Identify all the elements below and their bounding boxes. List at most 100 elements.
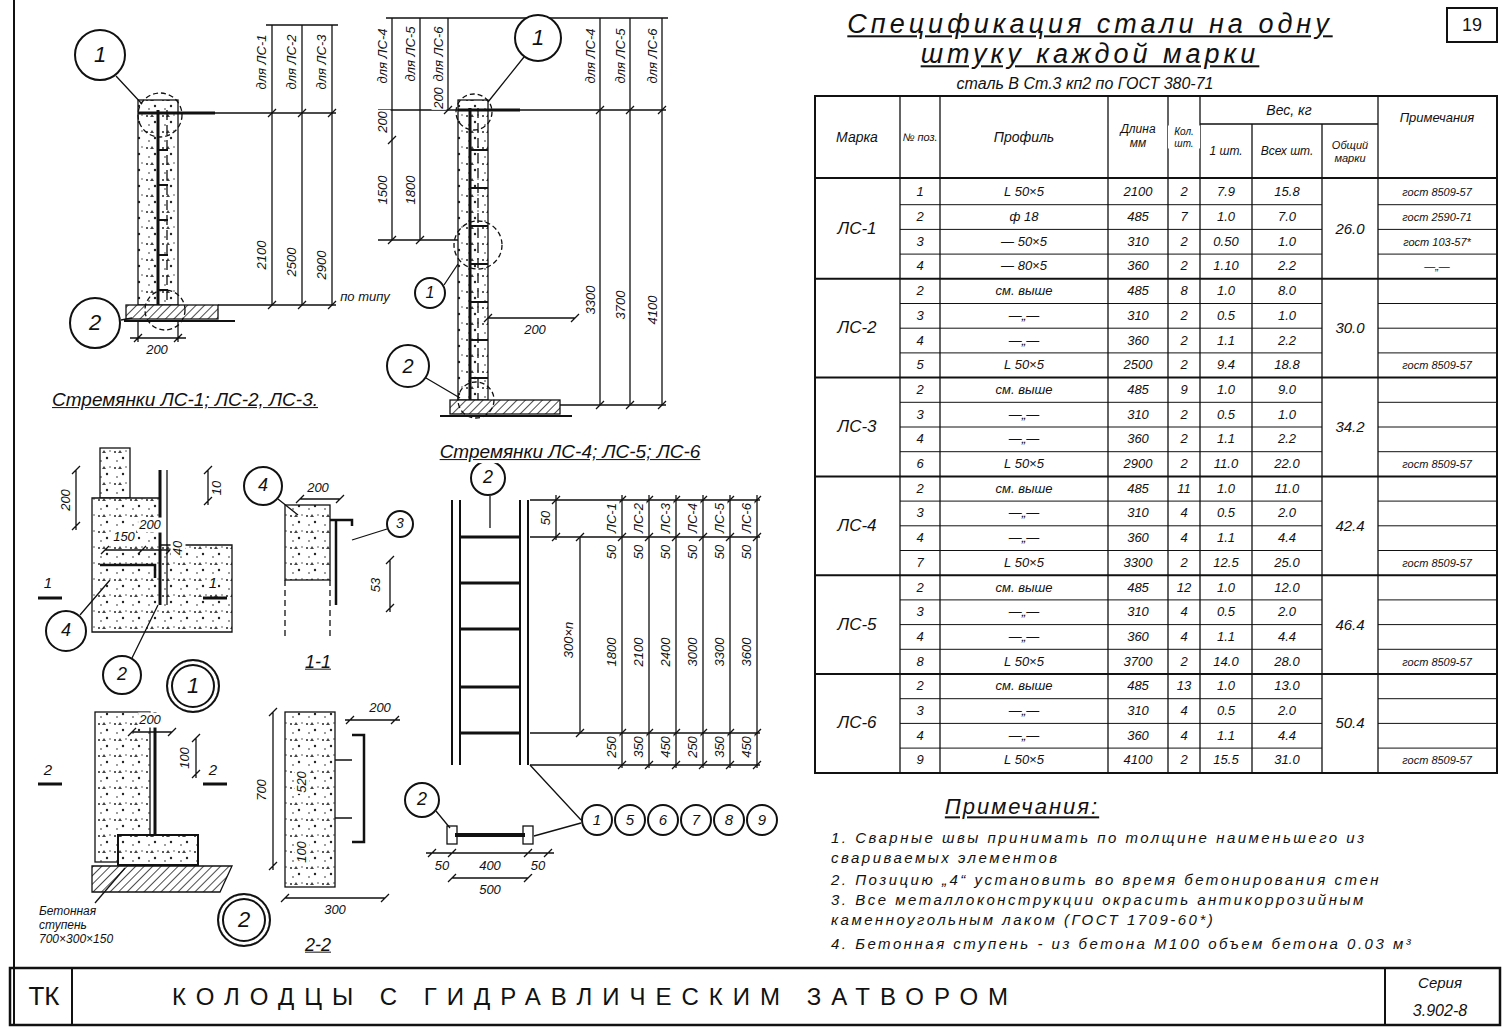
drawing-label: Примечания: [944,794,1100,819]
drawing-lines [458,382,494,418]
table-cell: 0.5 [1216,704,1236,719]
drawing-lines [452,500,528,765]
drawing-lines [470,150,488,378]
drawing-lines [900,96,1378,773]
table-cell: гост 103-57* [1402,235,1472,248]
drawing-lines [454,221,502,269]
drawing-label: 3700 [614,290,629,321]
table-cell: 7.9 [1216,185,1236,200]
table-cell: 12.5 [1212,555,1239,570]
drawing-lines [335,760,352,818]
sheet-title: КОЛОДЦЫ С ГИДРАВЛИЧЕСКИМ ЗАТВОРОМ [171,983,1019,1011]
table-cell: L 50×5 [1003,457,1045,472]
table-cell: 15.5 [1212,753,1239,768]
drawing-lines [157,110,160,305]
callout-number: 1 [187,674,199,698]
drawing-label: 1 [208,574,218,591]
drawing-label: сталь В Ст.3 кп2 по ГОСТ 380-71 [956,75,1215,93]
drawing-lines [100,565,155,578]
table-cell: 1.0 [1216,382,1236,397]
table-cell: —„— [1423,260,1451,273]
drawing-label: ЛС-3 [659,502,674,534]
table-cell: 5 [915,358,924,373]
callout-number: 4 [61,621,71,641]
drawing-lines [352,735,364,842]
drawing-label: 700 [255,778,270,802]
table-cell: — 80×5 [1000,259,1048,274]
table-cell: 2 [915,382,924,397]
drawing-lines [100,448,130,498]
table-cell: —„— [1008,704,1040,719]
drawing-label: 50 [632,544,647,560]
drawing-label: 2. Позицию „4“ установить во время бетон… [830,870,1452,890]
drawing-lines [10,0,1500,1025]
callout-circle: 2 [404,782,440,818]
drawing-label: 520 [295,770,310,794]
drawing-label: 3000 [686,637,701,668]
callout-circle: 4 [243,466,283,506]
drawing-label: 150 [112,530,136,545]
drawing-label: для ЛС-6 [432,26,447,83]
table-cell: 4 [915,432,924,447]
table-cell: 9 [1179,382,1188,397]
drawing-label: ЛС-1 [605,502,620,534]
table-cell: 3300 [1123,555,1154,570]
table-cell: —„— [1008,629,1040,644]
drawing-lines [469,108,472,400]
table-cell: 4 [915,728,924,743]
drawing-label: 2400 [659,637,674,668]
table-cell: гост 8509-57 [1401,754,1473,767]
drawing-lines [159,470,162,605]
table-cell: 485 [1126,284,1150,299]
drawing-lines [269,708,277,870]
table-cell: 2 [1179,185,1188,200]
drawing-lines [95,868,125,903]
table-cell: Общий марки [1323,139,1377,164]
drawing-lines [436,765,581,836]
drawing-label: 2100 [255,240,270,271]
drawing-lines [268,109,336,309]
callout-number: 2 [417,790,427,810]
callout-circle: 5 [614,804,646,836]
drawing-label: 2500 [285,247,300,278]
table-cell: —„— [1008,531,1040,546]
drawing-label: для ЛС-1 [255,34,270,91]
table-cell: гост 8509-57 [1401,186,1473,199]
callout-circle: 4 [45,610,87,652]
table-cell: 485 [1126,210,1150,225]
callout-number: 2 [402,355,413,377]
table-cell: 1.1 [1216,629,1236,644]
table-cell: 1.0 [1216,679,1236,694]
drawing-label: 3300 [584,285,599,316]
table-cell: 25.0 [1273,555,1300,570]
callout-number: 1 [94,43,106,67]
drawing-label: 450 [659,735,674,759]
drawing-lines [455,833,525,837]
table-cell: Кол. шт. [1168,126,1200,149]
table-cell: 18.8 [1273,358,1300,373]
drawing-lines [130,322,186,342]
drawing-label: 50 [686,544,701,560]
table-cell: 7 [1179,210,1188,225]
table-cell: 8.0 [1277,284,1297,299]
drawing-label: для ЛС-2 [285,34,300,91]
drawing-lines [447,826,457,844]
table-cell: 310 [1126,704,1150,719]
table-cell: —„— [1008,432,1040,447]
table-cell: 2 [1179,432,1188,447]
table-cell: см. выше [994,580,1053,595]
table-cell: 9.4 [1216,358,1236,373]
drawing-label: 3.902-8 [1412,1002,1468,1020]
table-cell: 11.0 [1213,457,1239,472]
drawing-lines [450,400,560,414]
drawing-lines [484,314,579,322]
drawing-label: 50 [539,510,554,526]
drawing-label: для ЛС-4 [376,28,391,85]
table-cell: 2 [915,284,924,299]
table-cell: 50.4 [1334,715,1365,732]
table-cell: Длина мм [1112,123,1164,151]
callout-number: 5 [626,812,634,829]
table-cell: 3 [915,407,924,422]
table-cell: см. выше [994,481,1053,496]
